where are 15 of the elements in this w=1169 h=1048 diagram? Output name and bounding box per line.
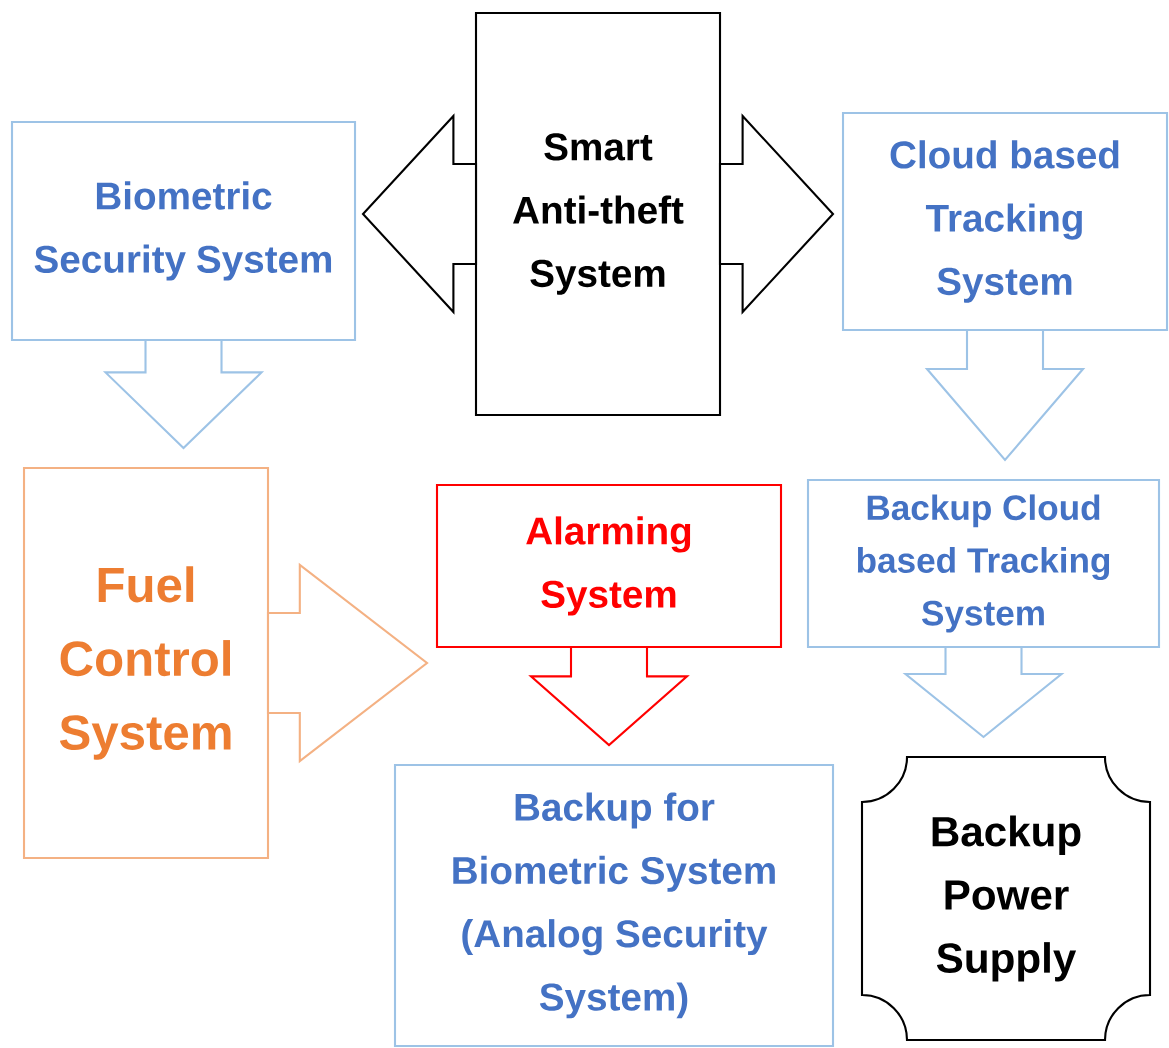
process-box: Biometric Security System — [10, 120, 357, 342]
plaque-box: Backup Power Supply — [860, 755, 1152, 1042]
process-box: Cloud based Tracking System — [841, 111, 1169, 332]
block-arrow — [361, 113, 478, 315]
process-box: Backup for Biometric System (Analog Security System) — [393, 763, 835, 1048]
process-box: Alarming System — [435, 483, 783, 649]
block-arrow — [266, 562, 429, 764]
process-box: Fuel Control System — [22, 466, 270, 860]
process-box: Smart Anti-theft System — [474, 11, 722, 417]
block-arrow — [902, 645, 1065, 739]
process-box: Backup Cloud based Tracking System — [806, 478, 1161, 649]
block-arrow — [528, 645, 690, 747]
block-arrow — [102, 338, 265, 450]
block-arrow — [718, 113, 835, 315]
block-arrow — [924, 328, 1086, 462]
